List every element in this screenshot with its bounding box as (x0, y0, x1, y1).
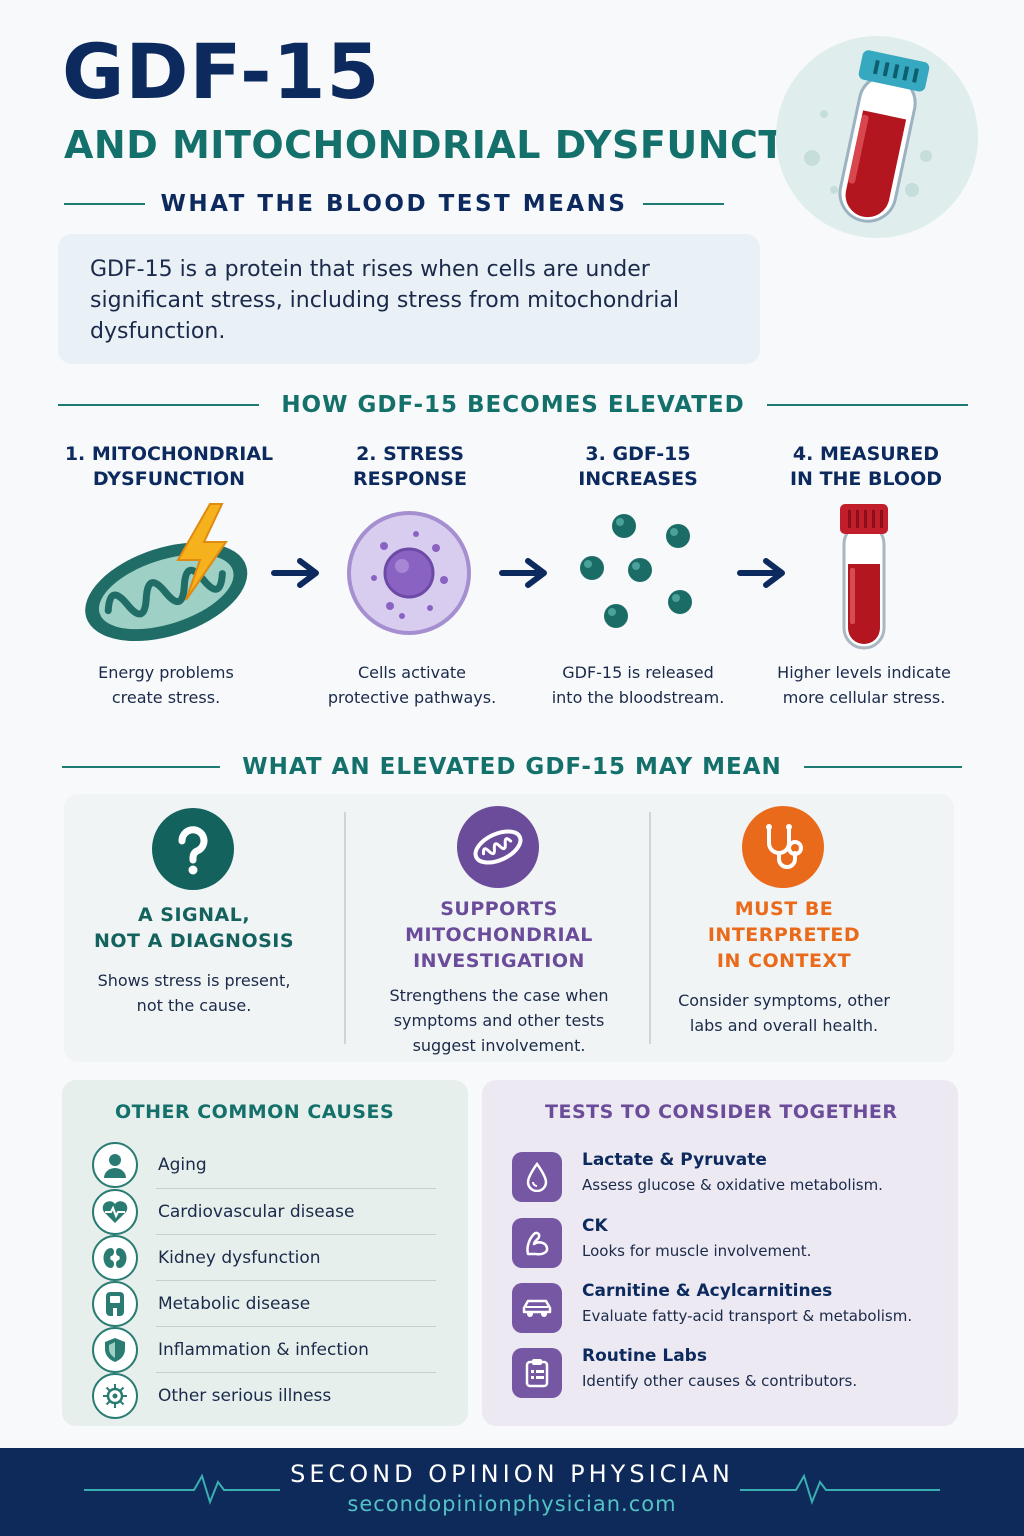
arrow-right-icon (271, 558, 319, 588)
cell-icon (347, 511, 471, 635)
virus-icon (92, 1373, 138, 1419)
question-icon (178, 826, 208, 875)
step-3-desc: GDF-15 is released into the bloodstream. (551, 663, 725, 707)
heart-icon (92, 1189, 138, 1235)
page-title: GDF-15 (62, 27, 381, 116)
step-1-desc: Energy problems create stress. (98, 663, 234, 707)
cause-label: Metabolic disease (158, 1294, 311, 1314)
meaning-card-1-title: A SIGNAL, NOT A DIAGNOSIS (93, 904, 295, 952)
meaning-divider-1 (344, 812, 346, 1044)
arrow-right-icon (737, 558, 785, 588)
arrow-right-icon (499, 558, 547, 588)
intro-text: GDF-15 is a protein that rises when cell… (90, 257, 679, 344)
tagline-rule-left (64, 203, 145, 205)
step-4-title: 4. MEASURED IN THE BLOOD (789, 443, 943, 490)
step-3: 3. GDF-15 INCREASES (520, 442, 756, 492)
test-name: Lactate & Pyruvate (582, 1150, 767, 1170)
step-2-title: 2. STRESS RESPONSE (353, 443, 467, 490)
glucose-meter-icon (92, 1281, 138, 1327)
kidney-icon (92, 1235, 138, 1281)
meaning-card-3-desc: Consider symptoms, other labs and overal… (678, 991, 890, 1035)
cause-separator (156, 1234, 436, 1235)
muscle-icon (512, 1218, 562, 1268)
test-item: Carnitine & Acylcarnitines Evaluate fatt… (512, 1281, 942, 1333)
footer (0, 1448, 1024, 1536)
person-icon (92, 1142, 138, 1188)
cause-item: Cardiovascular disease (92, 1189, 436, 1235)
clipboard-icon (512, 1348, 562, 1398)
heartbeat-line-icon (84, 1473, 280, 1506)
test-item: Routine Labs Identify other causes & con… (512, 1346, 942, 1398)
cause-label: Cardiovascular disease (158, 1202, 355, 1222)
test-desc: Identify other causes & contributors. (582, 1372, 858, 1390)
step-2-desc: Cells activate protective pathways. (327, 663, 497, 707)
meaning-card-2-icon (457, 806, 539, 888)
cause-item: Metabolic disease (92, 1281, 436, 1327)
tests-title: TESTS TO CONSIDER TOGETHER (545, 1101, 898, 1123)
test-item: Lactate & Pyruvate Assess glucose & oxid… (512, 1150, 942, 1202)
meaning-card-2-title: SUPPORTS MITOCHONDRIAL INVESTIGATION (405, 898, 593, 972)
meaning-heading-row: WHAT AN ELEVATED GDF-15 MAY MEAN (62, 750, 962, 784)
shield-icon (92, 1327, 138, 1373)
blood-tube-icon (840, 504, 888, 650)
test-name: Routine Labs (582, 1346, 707, 1366)
meaning-card-3-icon (742, 806, 824, 888)
cause-separator (156, 1326, 436, 1327)
tagline-rule-right (643, 203, 724, 205)
elevation-rule-left (58, 404, 260, 406)
footer-url[interactable]: secondopinionphysician.com (347, 1492, 677, 1516)
cause-separator (156, 1280, 436, 1281)
cause-separator (156, 1188, 436, 1189)
car-icon (512, 1283, 562, 1333)
test-item: CK Looks for muscle involvement. (512, 1216, 942, 1268)
blood-tube-icon (804, 50, 932, 223)
causes-title: OTHER COMMON CAUSES (115, 1101, 395, 1123)
test-desc: Looks for muscle involvement. (582, 1242, 812, 1260)
test-desc: Evaluate fatty-acid transport & metaboli… (582, 1307, 913, 1325)
tagline-row: WHAT THE BLOOD TEST MEANS (64, 188, 724, 220)
footer-brand: SECOND OPINION PHYSICIAN (290, 1460, 734, 1488)
elevation-rule-right (766, 404, 969, 406)
cause-label: Inflammation & infection (158, 1340, 369, 1360)
cause-separator (156, 1372, 436, 1373)
meaning-heading: WHAT AN ELEVATED GDF-15 MAY MEAN (242, 754, 782, 780)
cause-item: Kidney dysfunction (92, 1235, 436, 1281)
heartbeat-line-icon (740, 1473, 940, 1506)
meaning-card-2-desc: Strengthens the case when symptoms and o… (389, 986, 609, 1055)
elevation-heading-row: HOW GDF-15 BECOMES ELEVATED (58, 388, 969, 422)
cause-item: Inflammation & infection (92, 1327, 436, 1373)
meaning-card-1-desc: Shows stress is present, not the cause. (97, 971, 291, 1015)
step-2: 2. STRESS RESPONSE (290, 442, 530, 492)
meaning-rule-right (803, 766, 962, 768)
cause-label: Aging (158, 1155, 207, 1175)
cause-item: Other serious illness (92, 1373, 436, 1419)
step-1: 1. MITOCHONDRIAL DYSFUNCTION (44, 442, 294, 492)
meaning-card-3-title: MUST BE INTERPRETED IN CONTEXT (707, 898, 861, 972)
test-name: Carnitine & Acylcarnitines (582, 1281, 833, 1301)
mitochondrion-icon (473, 829, 523, 865)
test-desc: Assess glucose & oxidative metabolism. (582, 1176, 883, 1194)
meaning-divider-2 (649, 812, 651, 1044)
cause-label: Kidney dysfunction (158, 1248, 321, 1268)
meaning-card-1-icon (152, 808, 234, 890)
meaning-rule-left (62, 766, 221, 768)
page-subtitle: AND MITOCHONDRIAL DYSFUNCTION (64, 123, 865, 167)
step-4-desc: Higher levels indicate more cellular str… (777, 663, 951, 707)
tagline: WHAT THE BLOOD TEST MEANS (160, 191, 628, 217)
test-name: CK (582, 1216, 608, 1236)
elevation-heading: HOW GDF-15 BECOMES ELEVATED (281, 392, 745, 418)
step-1-title: 1. MITOCHONDRIAL DYSFUNCTION (64, 443, 274, 490)
molecules-icon (580, 514, 692, 628)
cause-label: Other serious illness (158, 1386, 332, 1406)
step-4: 4. MEASURED IN THE BLOOD (750, 442, 982, 492)
mitochondrion-lightning-icon (85, 503, 248, 642)
stethoscope-icon (766, 824, 803, 869)
intro-box: GDF-15 is a protein that rises when cell… (58, 234, 760, 364)
cause-item: Aging (92, 1142, 436, 1188)
step-3-title: 3. GDF-15 INCREASES (578, 443, 698, 490)
header-badge (776, 36, 978, 238)
droplet-icon (512, 1152, 562, 1202)
